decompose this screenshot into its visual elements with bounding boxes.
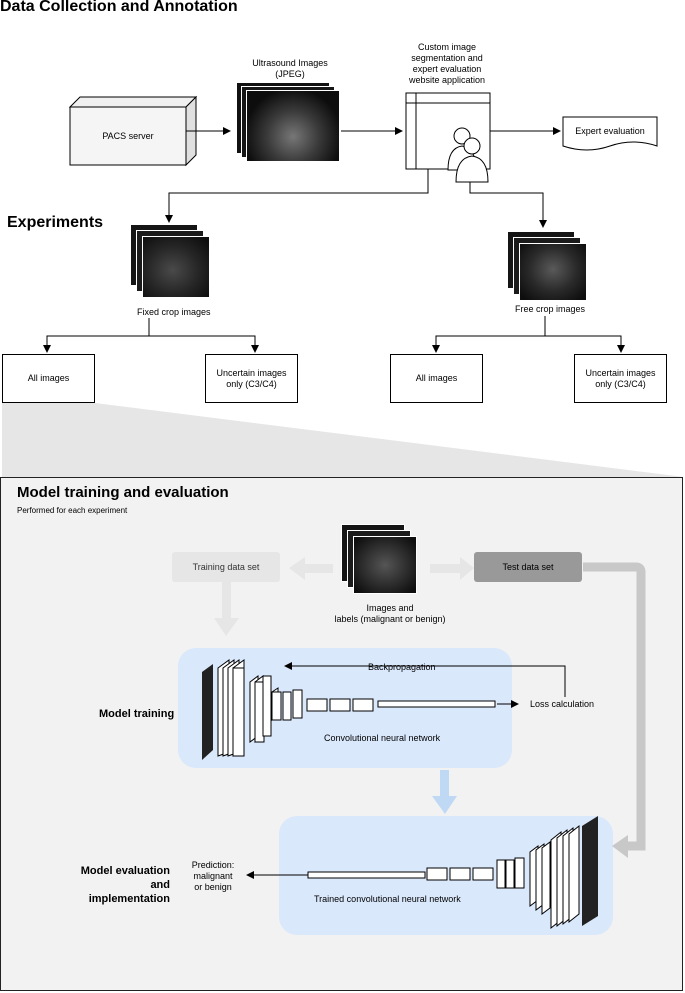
ultrasound-label: Ultrasound Images (JPEG) <box>252 58 328 79</box>
free-crop-caption: Free crop images <box>515 304 586 314</box>
images-labels-stack <box>341 524 423 602</box>
training-subtitle: Performed for each experiment <box>17 506 128 515</box>
expert-evaluation: Expert evaluation <box>575 125 645 136</box>
pacs-server: PACS server <box>102 130 154 141</box>
fixed-all-images: All images <box>2 354 95 403</box>
training-title: Model training and evaluation <box>17 484 229 501</box>
app-label: Custom image segmentation and expert eva… <box>408 42 486 85</box>
training-data-set: Training data set <box>172 552 280 582</box>
cnn-label: Convolutional neural network <box>324 733 441 743</box>
loss-label: Loss calculation <box>530 699 595 709</box>
free-uncertain-images: Uncertain images only (C3/C4) <box>574 354 667 403</box>
expert-doc-shape <box>562 116 658 151</box>
fixed-uncertain-images: Uncertain images only (C3/C4) <box>205 354 298 403</box>
model-training-label: Model training <box>99 708 175 720</box>
training-cnn-graphic <box>202 659 496 760</box>
free-all-images: All images <box>390 354 483 403</box>
trained-cnn-graphic <box>307 816 598 930</box>
model-eval-label: Model evaluation and implementation <box>80 865 170 905</box>
images-labels-caption: Images and labels (malignant or benign) <box>334 603 446 624</box>
backprop-label: Backpropagation <box>368 662 436 672</box>
prediction-label: Prediction: malignant or benign <box>191 860 235 892</box>
trained-cnn-label: Trained convolutional neural network <box>314 894 461 904</box>
fixed-crop-stack <box>130 224 220 304</box>
experiments-title: Experiments <box>7 214 104 231</box>
test-data-set: Test data set <box>474 552 582 582</box>
ultrasound-stack <box>236 82 342 164</box>
zoom-wedge <box>2 403 684 477</box>
collection-title: Data Collection and Annotation <box>0 0 238 15</box>
fixed-crop-caption: Fixed crop images <box>137 307 211 317</box>
app-window-icon <box>405 92 491 183</box>
free-crop-stack <box>507 231 597 311</box>
